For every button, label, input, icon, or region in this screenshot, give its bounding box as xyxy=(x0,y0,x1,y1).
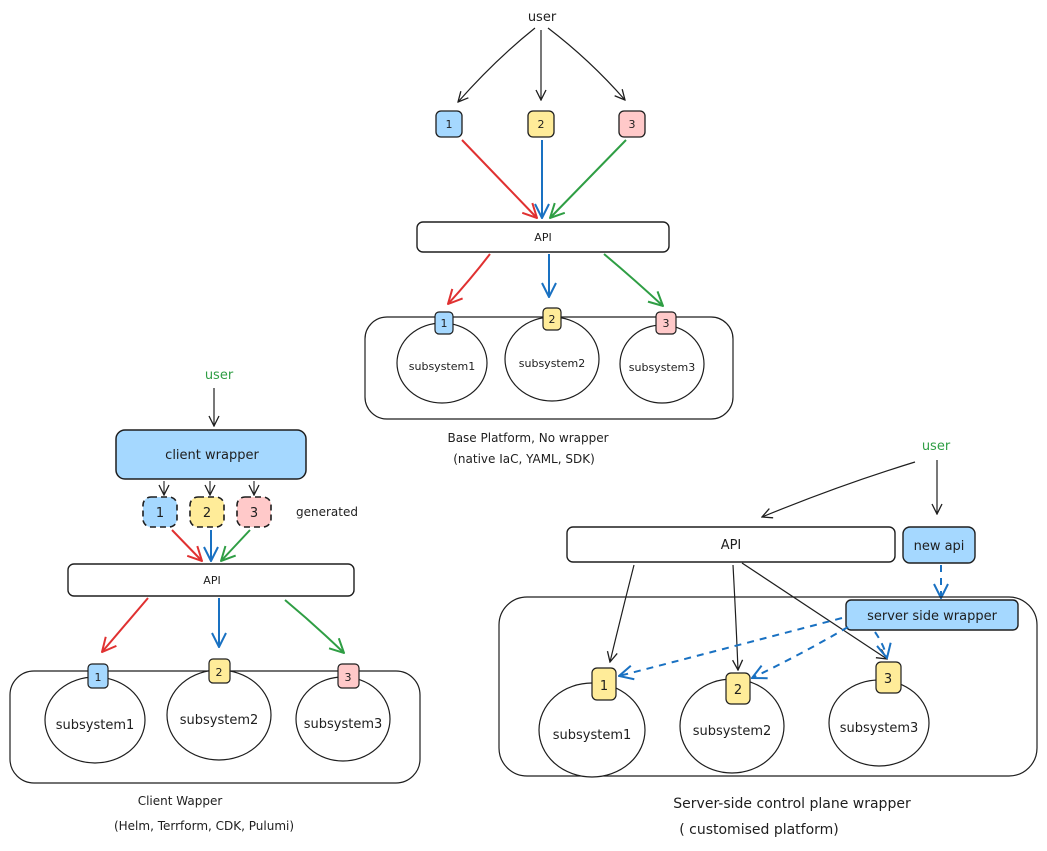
client-green-arrow xyxy=(221,529,251,561)
server-subsystem-3-label: subsystem3 xyxy=(840,721,919,736)
client-user-label: user xyxy=(205,368,234,383)
base-api-box: API xyxy=(416,221,670,253)
base-subsystem-2-badge: 2 xyxy=(549,313,556,326)
base-subsystem-3: subsystem3 3 xyxy=(619,311,705,404)
base-api-arrows xyxy=(448,253,663,306)
server-wrapper-diagram: user API new api server side wrapper xyxy=(498,439,1038,838)
base-subsystem-1: subsystem1 1 xyxy=(396,311,488,404)
base-badge-1: 1 xyxy=(435,110,463,138)
base-subsystem-3-badge: 3 xyxy=(663,317,670,330)
client-wrapper-label: client wrapper xyxy=(165,448,259,463)
server-wrapper-box: server side wrapper xyxy=(845,599,1019,631)
server-subsystem-2: subsystem2 2 xyxy=(679,672,785,774)
server-wrapper-to-sub3-arrow xyxy=(874,631,887,658)
server-new-api-label: new api xyxy=(914,539,965,554)
base-badge-arrows xyxy=(461,139,627,218)
base-badge-2: 2 xyxy=(527,110,555,138)
base-platform-diagram: user 1 2 3 API xyxy=(364,10,734,466)
server-user-to-api-arrow xyxy=(762,461,916,517)
client-subsystem-3-label: subsystem3 xyxy=(304,717,383,732)
server-subsystem-3: subsystem3 3 xyxy=(828,661,930,767)
client-badge-arrows xyxy=(171,529,251,561)
server-subsystem-1: subsystem1 1 xyxy=(538,667,646,778)
client-subsystem-1-label: subsystem1 xyxy=(56,718,135,733)
client-subsystem-2-label: subsystem2 xyxy=(180,713,259,728)
client-subsystem-2: subsystem2 2 xyxy=(166,658,272,761)
base-subsystem-2-label: subsystem2 xyxy=(519,357,585,370)
client-subsystem-3-badge: 3 xyxy=(345,671,352,684)
server-subsystem-3-badge: 3 xyxy=(884,672,892,687)
server-caption-line1: Server-side control plane wrapper xyxy=(673,796,911,812)
base-api-green-arrow xyxy=(603,253,663,306)
server-wrapper-to-sub2-arrow xyxy=(752,626,849,678)
client-api-box: API xyxy=(67,563,355,597)
client-generated-label: generated xyxy=(296,505,358,519)
client-subsystem-1-badge: 1 xyxy=(95,671,102,684)
server-user-arrows xyxy=(762,460,937,517)
client-caption-line2: (Helm, Terrform, CDK, Pulumi) xyxy=(114,819,294,833)
server-subsystem-1-badge: 1 xyxy=(600,679,608,694)
client-generated-badge-3: 3 xyxy=(236,496,272,528)
base-subsystem-2: subsystem2 2 xyxy=(504,307,600,402)
base-badge-2-label: 2 xyxy=(538,118,545,131)
server-wrapper-arrows xyxy=(619,617,887,678)
server-user-label: user xyxy=(922,439,951,454)
server-wrapper-to-sub1-arrow xyxy=(619,617,843,676)
client-api-label: API xyxy=(203,574,220,587)
base-caption-line1: Base Platform, No wrapper xyxy=(447,431,608,445)
base-subsystem-1-badge: 1 xyxy=(441,317,448,330)
server-caption-line2: ( customised platform) xyxy=(679,822,839,838)
base-user-label: user xyxy=(528,10,557,25)
client-wrapper-arrows xyxy=(164,481,254,495)
server-api-label: API xyxy=(721,538,742,553)
base-badge-3: 3 xyxy=(618,110,646,138)
client-api-green-arrow xyxy=(284,599,344,653)
client-generated-badge-2-label: 2 xyxy=(203,506,211,521)
base-user-arrow-1 xyxy=(458,27,536,102)
server-subsystem-1-label: subsystem1 xyxy=(553,728,632,743)
base-green-arrow xyxy=(550,139,627,218)
client-generated-badge-3-label: 3 xyxy=(250,506,258,521)
client-subsystem-2-badge: 2 xyxy=(216,666,223,679)
server-subsystem-2-label: subsystem2 xyxy=(693,724,772,739)
server-subsystem-2-badge: 2 xyxy=(734,683,742,698)
base-badge-1-label: 1 xyxy=(446,118,453,131)
base-caption-line2: (native IaC, YAML, SDK) xyxy=(453,452,595,466)
server-api-box: API xyxy=(566,526,896,563)
base-user-arrow-3 xyxy=(547,27,625,100)
server-wrapper-label: server side wrapper xyxy=(867,609,997,624)
base-red-arrow xyxy=(461,139,537,218)
client-subsystem-3: subsystem3 3 xyxy=(295,663,391,762)
server-api-to-sub2-arrow xyxy=(733,564,738,670)
server-new-api-box: new api xyxy=(902,526,976,564)
base-subsystem-1-label: subsystem1 xyxy=(409,360,475,373)
client-subsystem-1: subsystem1 1 xyxy=(44,663,146,764)
server-api-to-sub3-arrow xyxy=(741,562,887,659)
server-api-to-sub1-arrow xyxy=(610,564,635,662)
server-api-arrows xyxy=(610,562,887,670)
client-api-arrows xyxy=(102,597,344,653)
client-api-red-arrow xyxy=(102,597,149,652)
client-generated-badge-1: 1 xyxy=(142,496,178,528)
client-red-arrow xyxy=(171,529,202,561)
client-caption-line1: Client Wapper xyxy=(138,794,223,808)
client-wrapper-diagram: user client wrapper 1 2 3 generated xyxy=(9,368,421,833)
base-subsystem-3-label: subsystem3 xyxy=(629,361,695,374)
base-user-arrows xyxy=(458,27,625,102)
server-subsystem-container xyxy=(498,596,1038,777)
base-badge-3-label: 3 xyxy=(629,118,636,131)
client-generated-badge-2: 2 xyxy=(189,496,225,528)
client-wrapper-box: client wrapper xyxy=(115,429,307,480)
client-generated-badge-1-label: 1 xyxy=(156,506,164,521)
base-api-red-arrow xyxy=(448,253,491,304)
base-api-label: API xyxy=(534,231,551,244)
